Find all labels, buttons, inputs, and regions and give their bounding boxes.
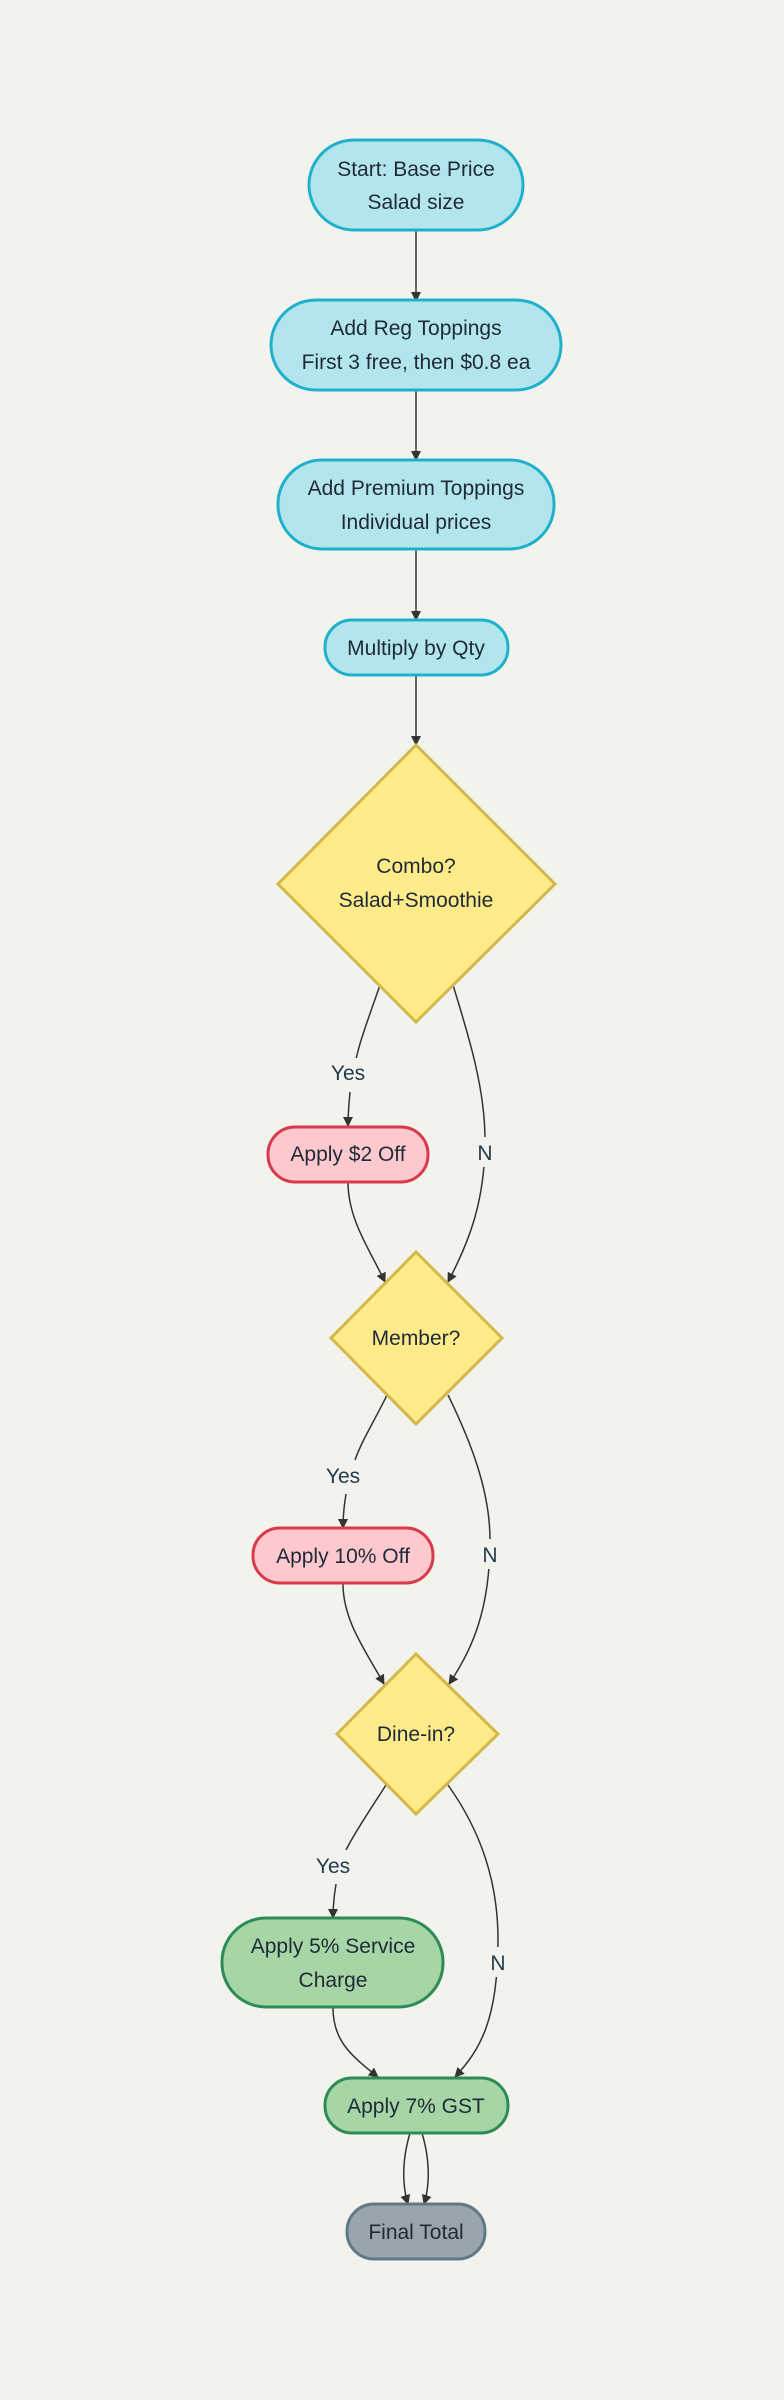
node-premium-toppings: Add Premium Toppings Individual prices [276,458,556,551]
node-gst-line1: Apply 7% GST [347,2095,485,2118]
node-apply-10-off-line1: Apply 10% Off [276,1545,410,1568]
edge-label-dine-yes: Yes [316,1855,350,1878]
edge-label-member-yes: Yes [326,1465,360,1488]
node-apply-10-off: Apply 10% Off [251,1526,435,1585]
node-member-decision: Member? [328,1249,505,1427]
edge-member-yes [343,1394,388,1528]
edge-2off-to-member [347,1181,386,1283]
edge-service-to-gst [332,2007,379,2078]
edges [332,231,499,2205]
node-combo-line2: Salad+Smoothie [339,889,494,912]
node-reg-toppings-line2: First 3 free, then $0.8 ea [302,351,531,374]
node-service-charge: Apply 5% Service Charge [220,1916,445,2009]
edge-dine-no [447,1784,499,2078]
node-premium-toppings-line2: Individual prices [341,511,492,534]
node-service-charge-line2: Charge [299,1969,368,1992]
node-member-line1: Member? [372,1327,461,1350]
edge-gst-to-final-b [421,2132,432,2205]
node-start-line2: Salad size [368,191,465,214]
edge-combo-yes [348,984,381,1126]
node-start: Start: Base Price Salad size [307,138,525,232]
node-reg-toppings-line1: Add Reg Toppings [330,317,501,340]
node-combo-line1: Combo? [376,855,455,878]
node-gst: Apply 7% GST [323,2076,510,2135]
edge-label-combo-yes: Yes [331,1062,365,1085]
node-service-charge-line1: Apply 5% Service [251,1935,416,1958]
node-reg-toppings: Add Reg Toppings First 3 free, then $0.8… [269,298,563,392]
node-premium-toppings-line1: Add Premium Toppings [308,477,525,500]
node-multiply-line1: Multiply by Qty [347,637,485,660]
node-multiply: Multiply by Qty [323,618,510,677]
node-combo-decision: Combo? Salad+Smoothie [275,742,558,1025]
edge-gst-to-final-a [400,2132,411,2205]
edge-label-dine-no: N [490,1952,505,1975]
edge-dine-yes [333,1784,387,1918]
edge-labels: Yes N Yes N Yes N [308,1058,511,1977]
edge-label-combo-no: N [477,1142,492,1165]
edge-combo-no [447,984,486,1283]
node-dine-in-decision: Dine-in? [334,1651,501,1817]
node-start-line1: Start: Base Price [337,158,495,181]
edge-10off-to-dine-in [342,1583,385,1685]
node-final-total: Final Total [345,2202,487,2261]
node-dine-in-line1: Dine-in? [377,1723,455,1746]
node-final-total-line1: Final Total [368,2221,463,2244]
node-apply-2-off-line1: Apply $2 Off [290,1143,405,1166]
edge-label-member-no: N [482,1544,497,1567]
node-apply-2-off: Apply $2 Off [266,1125,430,1184]
